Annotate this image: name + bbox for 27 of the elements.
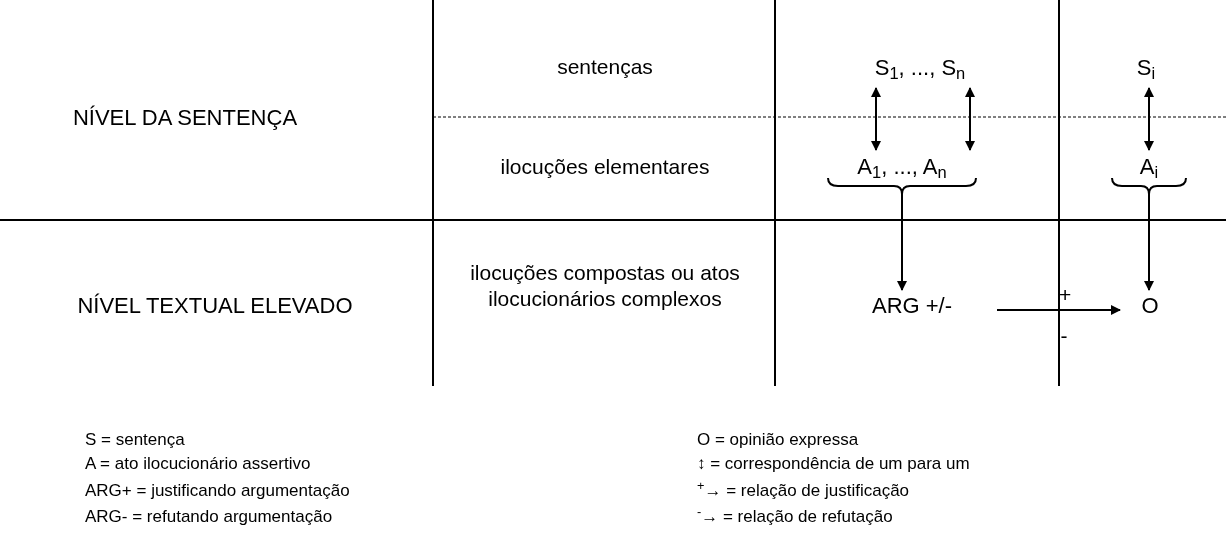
key-entry: O = opinião expressa [697, 429, 860, 451]
row-heading: NÍVEL TEXTUAL ELEVADO [76, 292, 354, 320]
symbol-text: A$_{1}$, ..., A$_{n}$ [857, 156, 947, 178]
symbol-text: O [1141, 295, 1159, 317]
symbol-text: A$_{i}$ [1139, 156, 1159, 178]
key-entry: $^{-}$→ = relação de refutação [697, 506, 894, 528]
arrow [827, 177, 977, 291]
key-entry: S = sentença [85, 429, 186, 451]
arrow [996, 305, 1121, 315]
symbol-text: S$_{1}$, ..., S$_{n}$ [874, 57, 966, 79]
symbol-text: S$_{i}$ [1136, 57, 1156, 79]
column-label: sentenças [556, 54, 654, 80]
key-entry: A = ato ilocucionário assertivo [85, 453, 312, 475]
minus-sign: - [1059, 323, 1069, 349]
row-heading: NÍVEL DA SENTENÇA [71, 104, 299, 132]
arrow [1111, 177, 1187, 291]
column-label: ilocuções elementares [499, 154, 711, 180]
key-entry: $^{+}$→ = relação de justificação [697, 480, 911, 502]
key-entry: ARG+ = justificando argumentação [85, 480, 351, 502]
key-entry: ARG- = refutando argumentação [85, 506, 334, 528]
column-label: ilocuções compostas ou atos ilocucionários complexos [470, 260, 740, 313]
edge-label: + [1059, 284, 1072, 305]
arrow [871, 87, 881, 151]
key-entry: ↕ = correspondência de um para um [697, 453, 971, 475]
symbol-text: ARG +/- [871, 295, 953, 317]
arrow [965, 87, 975, 151]
arrow [1144, 87, 1154, 151]
